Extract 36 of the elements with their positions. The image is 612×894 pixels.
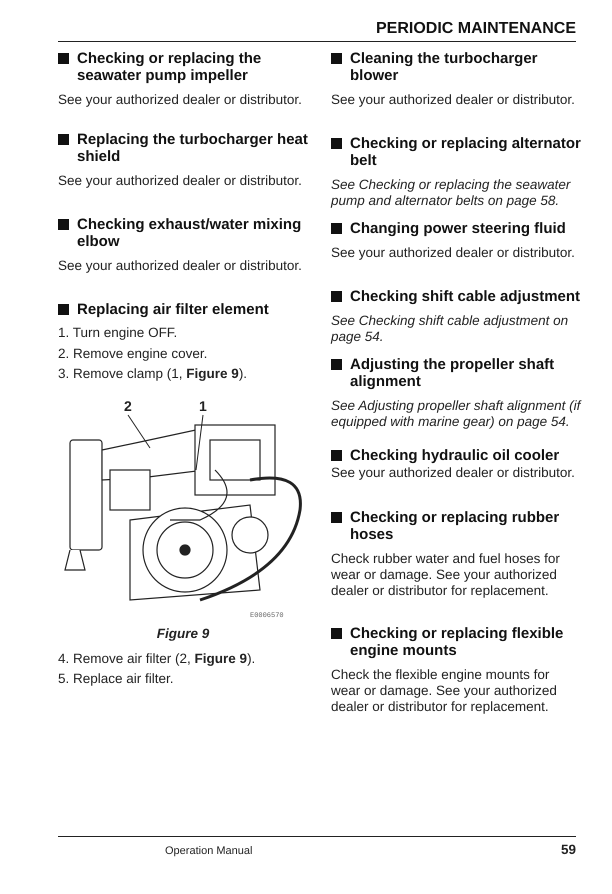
page-number: 59 [560, 842, 576, 858]
body-text: See your authorized dealer or distributor. [58, 92, 303, 108]
footer-text: Operation Manual [165, 844, 254, 859]
section-heading: Checking shift cable adjustment [350, 288, 582, 305]
body-text: See your authorized dealer or distributor. [331, 92, 576, 108]
cross-reference-text: See Adjusting propeller shaft alignment (if equipped with marine gear) on page 54. [331, 398, 582, 430]
body-text: See your authorized dealer or distributor. [58, 258, 303, 274]
callout-number: 2 [124, 398, 132, 414]
callout-number: 1 [199, 398, 207, 414]
leader-line [128, 414, 150, 448]
body-text: See your authorized dealer or distributor. [331, 245, 576, 261]
step-text: 1. Turn engine OFF. [58, 325, 178, 341]
section-heading: Cleaning the turbocharger blower [350, 50, 539, 84]
step-text: 3. Remove clamp (1, Figure 9). [58, 366, 248, 382]
section-heading: Checking or replacing the seawater pump impeller [77, 50, 262, 84]
section-heading: Replacing air filter element [77, 301, 270, 318]
section-heading: Checking or replacing alternator belt [350, 135, 582, 169]
figure-caption: Figure 9 [156, 626, 210, 642]
section-heading: Changing power steering fluid [350, 220, 567, 237]
cross-reference-text: See Checking or replacing the seawater pump and alternator belts on page 58. [331, 177, 572, 209]
body-text: See your authorized dealer or distributor. [331, 465, 576, 481]
step-text: 2. Remove engine cover. [58, 346, 208, 362]
body-text: Check rubber water and fuel hoses for wear or damage. See your authorized dealer or distributor for replacement. [331, 551, 561, 599]
section-heading: Checking or replacing rubber hoses [350, 509, 560, 543]
section-heading: Adjusting the propeller shaft alignment [350, 356, 556, 390]
step-text: 5. Replace air filter. [58, 671, 175, 687]
section-heading: Checking exhaust/water mixing elbow [77, 216, 302, 250]
body-text: See your authorized dealer or distributor. [58, 173, 303, 189]
body-text: Check the flexible engine mounts for wear or damage. See your authorized dealer or distributor for replacement. [331, 667, 558, 715]
step-text: 4. Remove air filter (2, Figure 9). [58, 651, 256, 667]
section-heading: Checking hydraulic oil cooler [350, 447, 560, 464]
page-header: PERIODIC MAINTENANCE [376, 20, 576, 38]
section-heading: Replacing the turbocharger heat shield [77, 131, 309, 165]
section-heading: Checking or replacing flexible engine mounts [350, 625, 564, 659]
leader-line [196, 414, 204, 470]
cross-reference-text: See Checking shift cable adjustment on page 54. [331, 313, 570, 345]
